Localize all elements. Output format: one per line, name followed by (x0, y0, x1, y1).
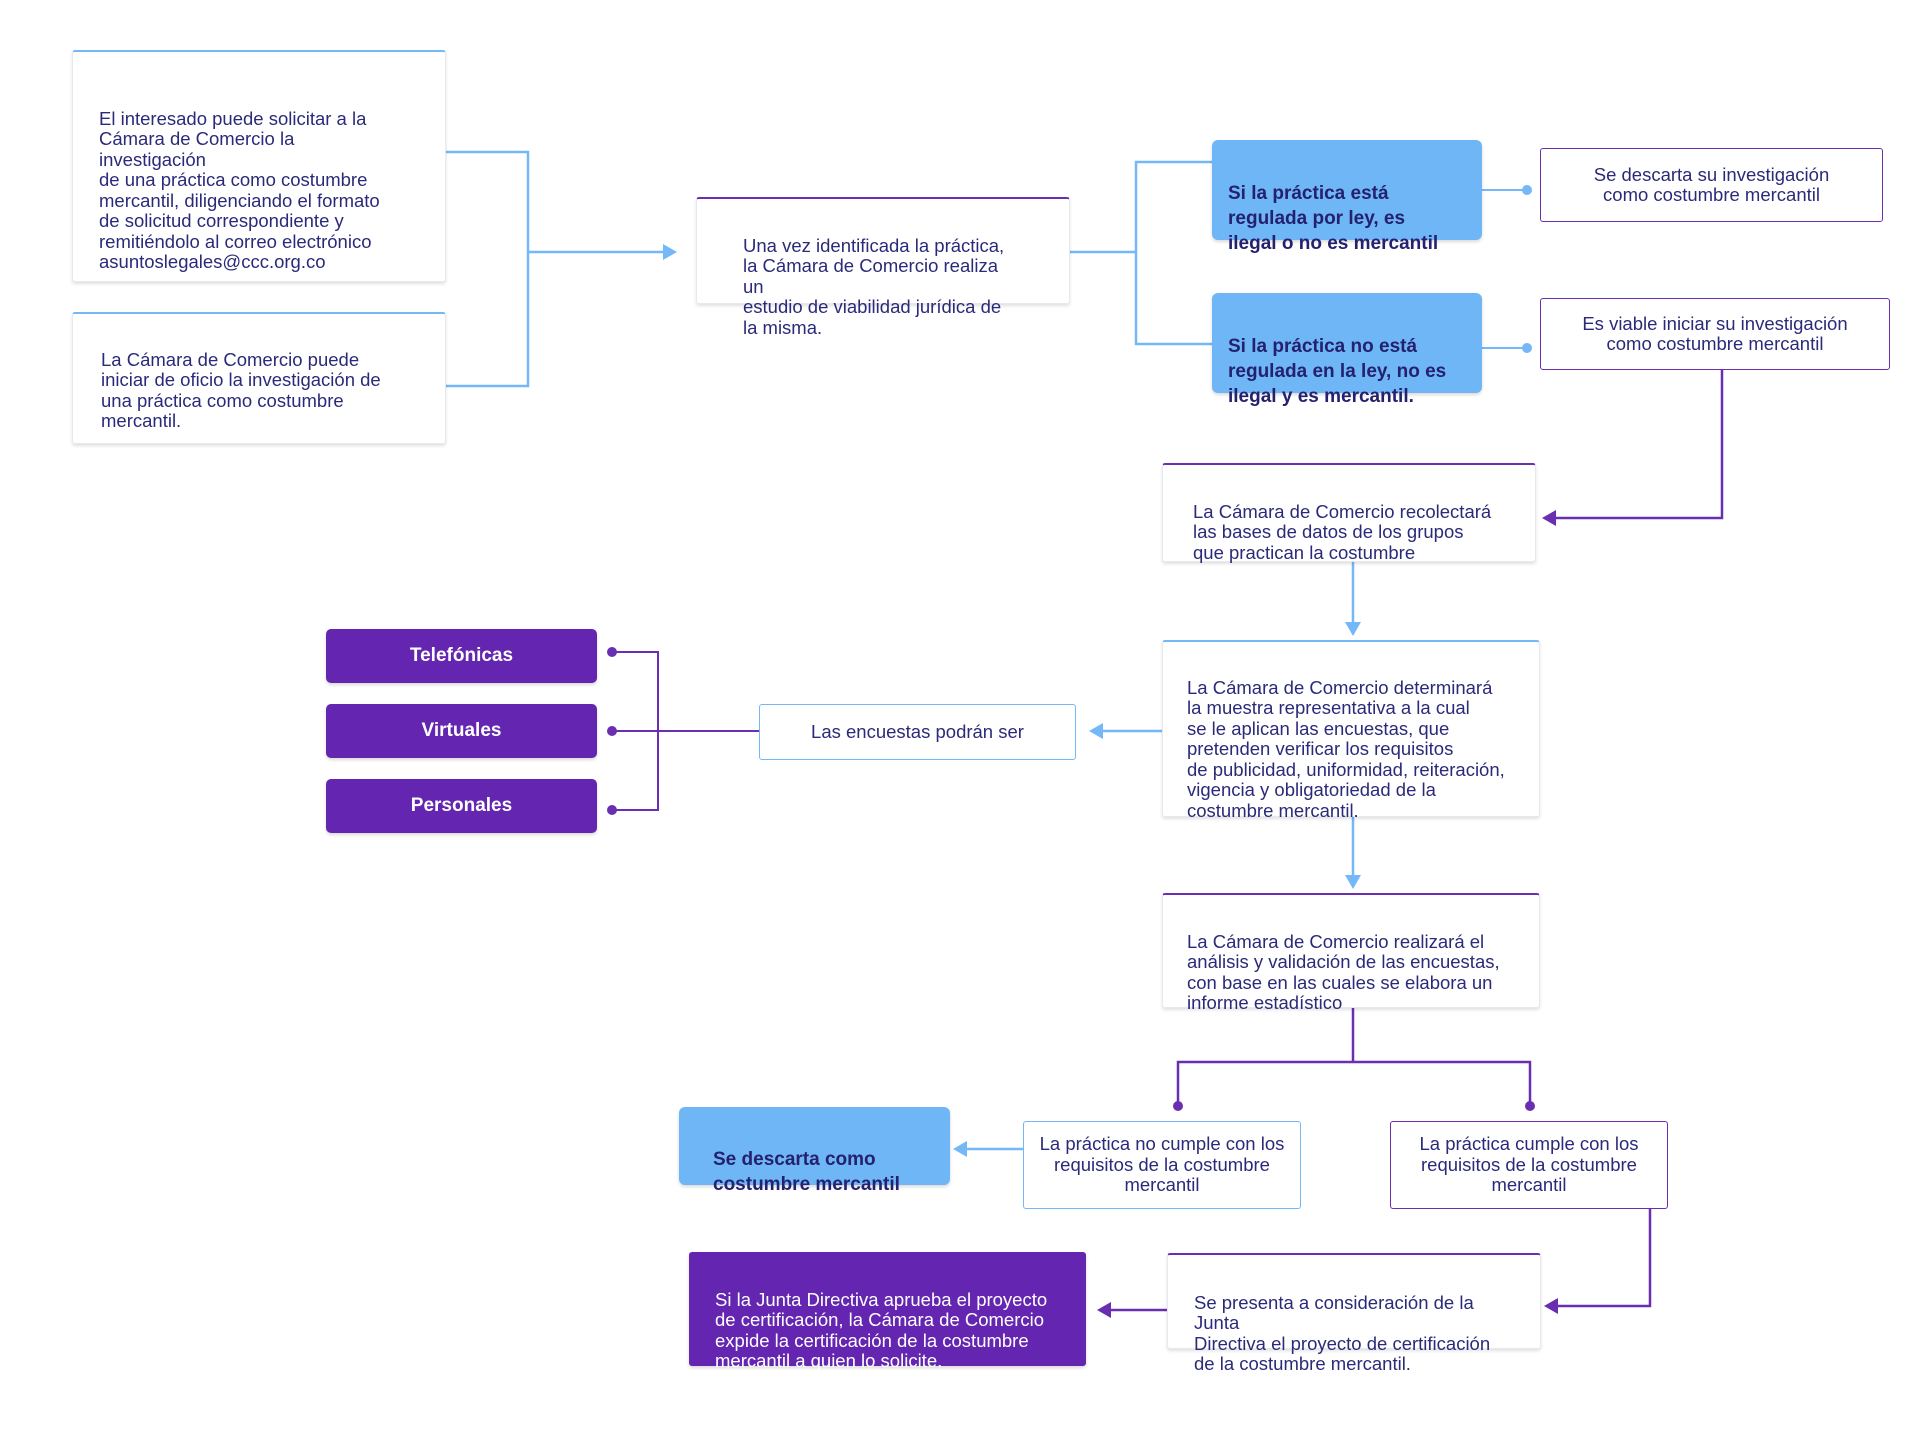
viable-investigation-text: Es viable iniciar su investigación como … (1582, 312, 1848, 354)
viable-investigation-box: Es viable iniciar su investigación como … (1540, 298, 1890, 370)
survey-virtual-box: Virtuales (326, 704, 597, 758)
connector-surveys-to-types (607, 647, 759, 815)
survey-personal-box: Personales (326, 779, 597, 833)
connector-feasibility-branches (1070, 160, 1212, 346)
request-box: El interesado puede solicitar a la Cámar… (72, 50, 446, 282)
feasibility-text: Una vez identificada la práctica, la Cám… (743, 234, 1005, 338)
survey-personal-text: Personales (410, 795, 513, 816)
collect-databases-box: La Cámara de Comercio recolectará las ba… (1162, 463, 1536, 562)
discarded-investigation-text: Se descarta su investigación como costum… (1593, 163, 1830, 205)
connector-meets-to-board (1544, 1209, 1652, 1314)
ex-officio-text: La Cámara de Comercio puede iniciar de o… (101, 348, 381, 431)
connector-sample-to-analysis (1345, 817, 1361, 889)
request-text: El interesado puede solicitar a la Cámar… (99, 107, 380, 272)
connector-sample-to-surveys (1089, 723, 1162, 739)
connector-viable-to-databases (1542, 370, 1724, 526)
feasibility-box: Una vez identificada la práctica, la Cám… (696, 197, 1070, 337)
certification-box: Si la Junta Directiva aprueba el proyect… (689, 1252, 1086, 1371)
not-regulated-box: Si la práctica no está regulada en la le… (1212, 293, 1482, 407)
surveys-text: Las encuestas podrán ser (811, 720, 1024, 742)
ex-officio-box: La Cámara de Comercio puede iniciar de o… (72, 312, 446, 444)
meets-box: La práctica cumple con los requisitos de… (1390, 1121, 1668, 1209)
connector-board-to-certification (1097, 1302, 1167, 1318)
regulated-box: Si la práctica está regulada por ley, es… (1212, 140, 1482, 254)
discarded-custom-text: Se descarta como costumbre mercantil (713, 1149, 900, 1195)
discarded-custom-box: Se descarta como costumbre mercantil (679, 1107, 950, 1195)
analysis-box: La Cámara de Comercio realizará el análi… (1162, 893, 1540, 1013)
survey-phone-text: Telefónicas (409, 645, 514, 666)
meets-text: La práctica cumple con los requisitos de… (1419, 1133, 1639, 1196)
not-meets-text: La práctica no cumple con los requisitos… (1039, 1133, 1285, 1196)
analysis-text: La Cámara de Comercio realizará el análi… (1187, 930, 1500, 1013)
connector-databases-to-sample (1345, 562, 1361, 636)
survey-phone-box: Telefónicas (326, 629, 597, 683)
not-regulated-text: Si la práctica no está regulada en la le… (1228, 336, 1447, 407)
connector-regulated-outcomes (1482, 185, 1532, 353)
discarded-investigation-box: Se descarta su investigación como costum… (1540, 148, 1883, 222)
survey-virtual-text: Virtuales (421, 720, 502, 741)
connector-start-to-feasibility (446, 150, 677, 388)
connector-notmeets-to-discarded (953, 1141, 1023, 1157)
sample-box: La Cámara de Comercio determinará la mue… (1162, 640, 1540, 820)
regulated-text: Si la práctica está regulada por ley, es… (1228, 183, 1439, 254)
board-presentation-box: Se presenta a consideración de la Junta … (1167, 1253, 1541, 1374)
surveys-box: Las encuestas podrán ser (759, 704, 1076, 760)
connector-analysis-split (1173, 1008, 1535, 1111)
not-meets-box: La práctica no cumple con los requisitos… (1023, 1121, 1301, 1209)
certification-text: Si la Junta Directiva aprueba el proyect… (715, 1288, 1048, 1371)
sample-text: La Cámara de Comercio determinará la mue… (1187, 676, 1505, 821)
board-presentation-text: Se presenta a consideración de la Junta … (1194, 1291, 1491, 1374)
collect-databases-text: La Cámara de Comercio recolectará las ba… (1193, 500, 1492, 563)
